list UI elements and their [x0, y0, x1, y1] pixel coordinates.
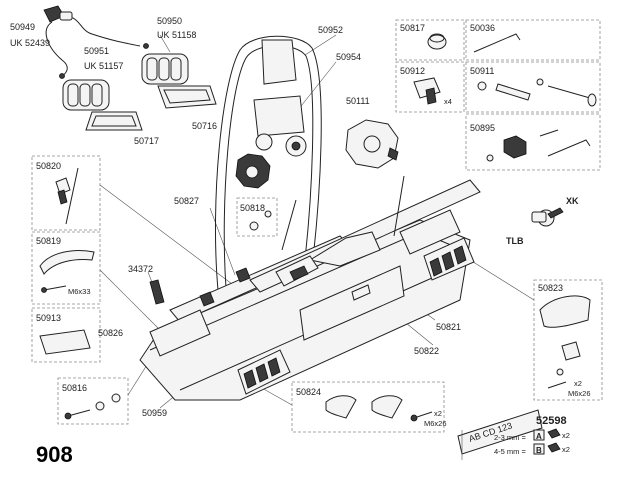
allen-key-50036 [473, 33, 521, 53]
label-uk51157: UK 51157 [84, 61, 123, 71]
bracket-50820 [55, 177, 71, 205]
label-50911: 50911 [470, 66, 494, 76]
part-labels: 50949 UK 52439 50950 UK 51158 50951 UK 5… [10, 16, 591, 467]
label-50950: 50950 [157, 16, 182, 26]
label-50822: 50822 [414, 346, 439, 356]
label-50820: 50820 [36, 161, 61, 171]
box-50895 [465, 113, 601, 171]
rear-lamp-left [237, 349, 291, 395]
label-m6x33: M6x33 [68, 287, 91, 296]
label-50716: 50716 [192, 121, 217, 131]
label-50913: 50913 [36, 313, 61, 323]
label-x2b: x2 [574, 379, 582, 388]
box-50911 [465, 61, 601, 113]
label-tlb: TLB [506, 236, 524, 246]
wiring-harness-50949 [43, 5, 149, 79]
knob-screw-50895 [486, 129, 591, 162]
label-x2d: x2 [562, 445, 570, 454]
label-m6x26a: M6x26 [424, 419, 447, 428]
label-50111: 50111 [346, 96, 370, 106]
label-mm45: 4-5 mm = [494, 447, 527, 456]
box-50816 [57, 377, 129, 425]
label-mm23: 2-3 mm = [494, 433, 527, 442]
label-50823: 50823 [538, 283, 563, 293]
rear-lamp-right [423, 237, 475, 281]
box-50036 [465, 19, 601, 61]
label-50817: 50817 [400, 23, 425, 33]
bolt-set-50911 [477, 78, 597, 107]
lock-knob-50111 [345, 119, 399, 169]
label-m6x26b: M6x26 [568, 389, 591, 398]
box-50913 [31, 307, 101, 363]
label-uk51158: UK 51158 [157, 30, 196, 40]
box-50817 [395, 19, 465, 61]
label-50819: 50819 [36, 236, 61, 246]
label-uk52439: UK 52439 [10, 38, 50, 48]
screw-set-50816 [64, 393, 121, 420]
label-50818: 50818 [240, 203, 265, 213]
label-xk: XK [566, 196, 579, 206]
screw-50818 [249, 210, 272, 231]
label-50912: 50912 [400, 66, 425, 76]
label-34372: 34372 [128, 264, 153, 274]
model-number: 908 [36, 442, 73, 467]
label-x2a: x2 [434, 409, 442, 418]
label-x4: x4 [444, 97, 452, 106]
lens-frame-50716 [157, 85, 217, 109]
label-50036: 50036 [470, 23, 495, 33]
label-50951: 50951 [84, 46, 109, 56]
label-50821: 50821 [436, 322, 461, 332]
strap-34372 [149, 279, 165, 305]
lamp-50951 [62, 79, 110, 111]
label-50816: 50816 [62, 383, 87, 393]
label-50949: 50949 [10, 22, 35, 32]
box-50912 [395, 61, 465, 113]
knob-50817 [427, 33, 447, 50]
lock-key-xk [531, 207, 564, 227]
label-52598: 52598 [536, 415, 567, 427]
bracket-50912 [413, 77, 441, 105]
label-x2c: x2 [562, 431, 570, 440]
label-50954: 50954 [336, 52, 361, 62]
box-50818 [236, 197, 278, 237]
box-50820 [31, 155, 101, 231]
plate-50913 [39, 329, 91, 355]
box-50823 [533, 279, 603, 401]
label-50717: 50717 [134, 136, 159, 146]
label-50895: 50895 [470, 123, 495, 133]
license-plate-52598: AB CD 123 [457, 409, 561, 460]
label-50959: 50959 [142, 408, 167, 418]
caps-50823 [539, 295, 591, 389]
box-50824 [291, 381, 445, 433]
label-50824: 50824 [296, 387, 321, 397]
bike-carrier-assembly [65, 35, 481, 401]
label-letter-b: B [536, 446, 542, 455]
wheel-strap-end-50819 [39, 250, 95, 293]
lens-frame-50717 [85, 111, 143, 131]
label-50952: 50952 [318, 25, 343, 35]
label-50827: 50827 [174, 196, 199, 206]
label-50826: 50826 [98, 328, 123, 338]
end-caps-50824 [325, 395, 433, 422]
label-letter-a: A [536, 432, 542, 441]
lamp-50950 [141, 53, 189, 85]
